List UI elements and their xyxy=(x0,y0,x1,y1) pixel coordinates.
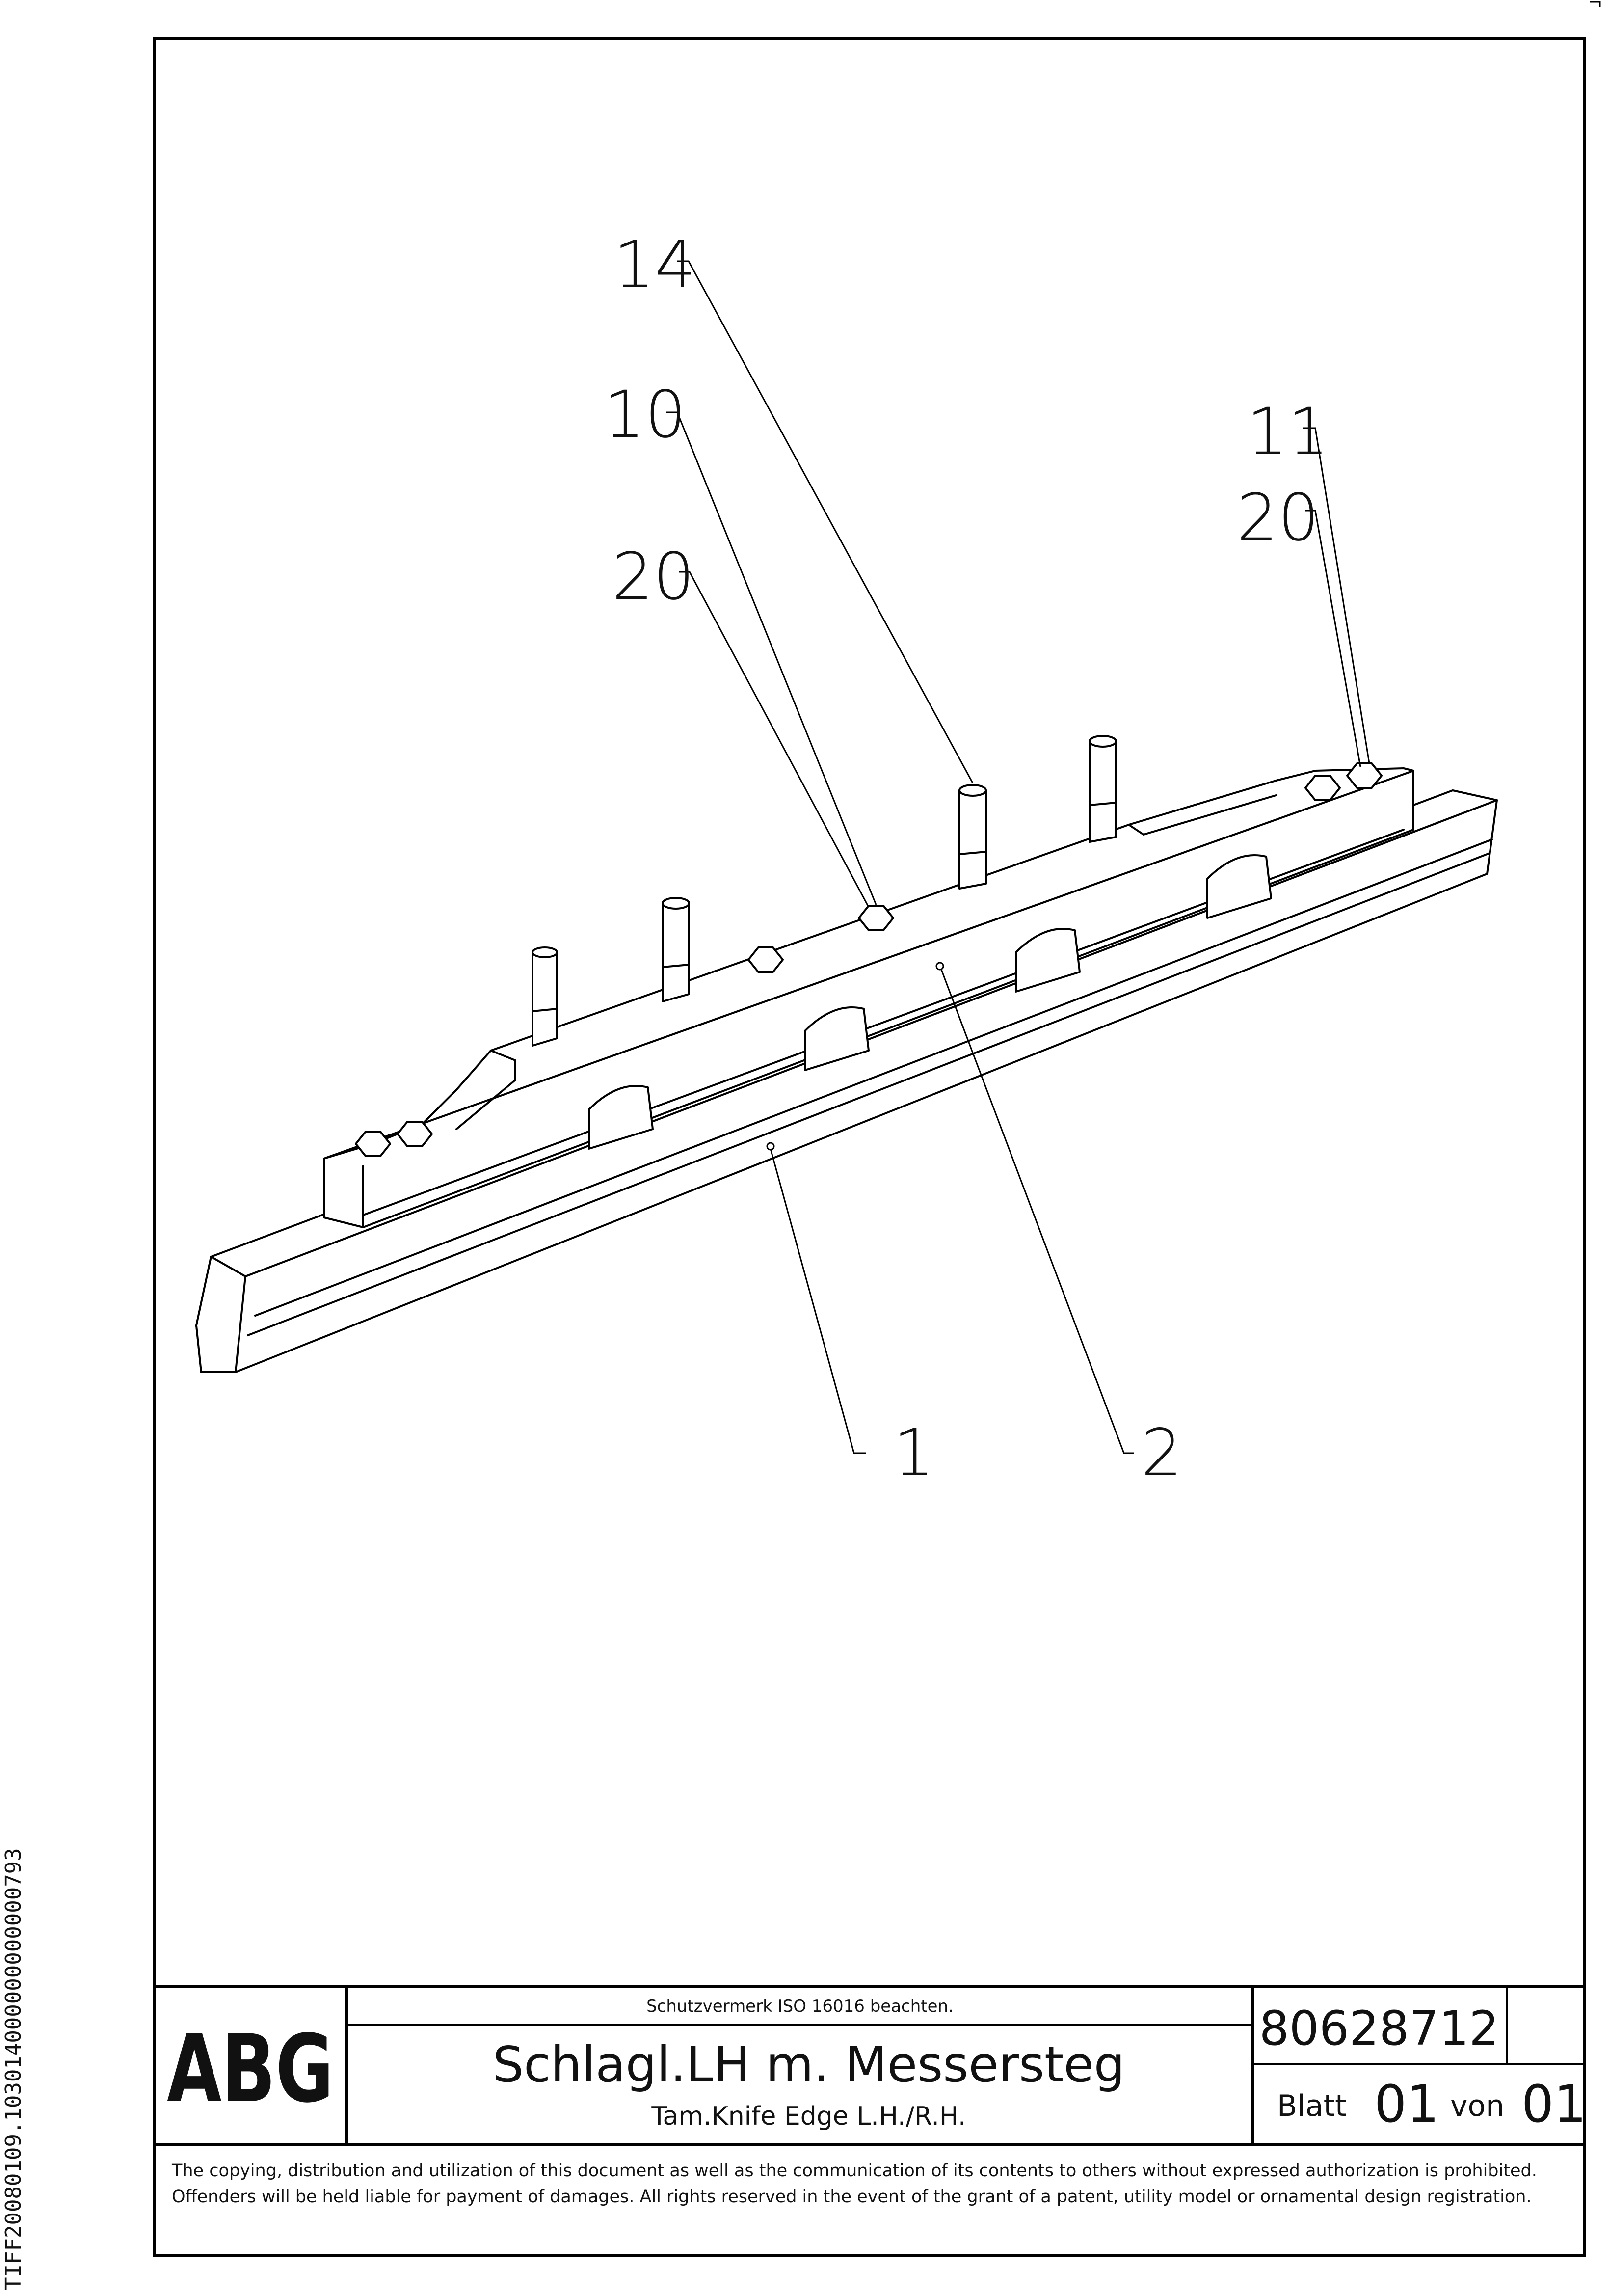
legal-notice: The copying, distribution and utilizatio… xyxy=(172,2161,1537,2207)
knife-bar-bevel-line xyxy=(247,852,1490,1336)
sheet-number: 01 xyxy=(1374,2074,1439,2134)
callout-10: 10 xyxy=(604,377,686,453)
hex-bolts xyxy=(355,762,1383,1157)
knife-bar-end xyxy=(195,1256,246,1373)
callout-numbers: 14 10 20 11 20 1 2 xyxy=(604,227,1329,1491)
protection-note: Schutzvermerk ISO 16016 beachten. xyxy=(646,1997,954,2016)
callout-1: 1 xyxy=(893,1415,934,1491)
abg-logo: ABG xyxy=(167,2015,334,2123)
beam-step xyxy=(455,1050,516,1130)
leader-lines xyxy=(666,260,1370,1454)
of-label: von xyxy=(1450,2089,1504,2123)
ref-point-1 xyxy=(766,1142,775,1151)
drawing-number: 80628712 xyxy=(1259,2001,1499,2056)
callout-14: 14 xyxy=(613,227,696,303)
callout-20-left: 20 xyxy=(612,539,694,615)
knife-bar-front xyxy=(195,799,1498,1373)
beam-step-right xyxy=(1128,794,1277,836)
callout-20-right: 20 xyxy=(1237,480,1319,556)
knife-bar-edge-line xyxy=(254,838,1493,1317)
sheet-label: Blatt xyxy=(1277,2089,1347,2123)
drawing-title: Schlagl.LH m. Messersteg xyxy=(493,2036,1125,2093)
ref-point-2 xyxy=(935,962,944,971)
sheet-total: 01 xyxy=(1521,2074,1586,2134)
studs xyxy=(532,735,1117,1047)
upper-beam xyxy=(323,770,1414,1228)
corner-mark xyxy=(1590,1,1601,7)
side-code: TIFF20080109.103014000000000000793 xyxy=(1,1848,26,2290)
title-block: ABG Schutzvermerk ISO 16016 beachten. Sc… xyxy=(154,1985,1586,2146)
callout-11: 11 xyxy=(1247,394,1329,470)
beam-cutouts xyxy=(588,854,1272,1150)
drawing-subtitle: Tam.Knife Edge L.H./R.H. xyxy=(651,2102,966,2131)
drawing-frame xyxy=(153,37,1586,2257)
tamper-knife-edge-assembly xyxy=(195,735,1498,1373)
callout-2: 2 xyxy=(1141,1415,1182,1491)
